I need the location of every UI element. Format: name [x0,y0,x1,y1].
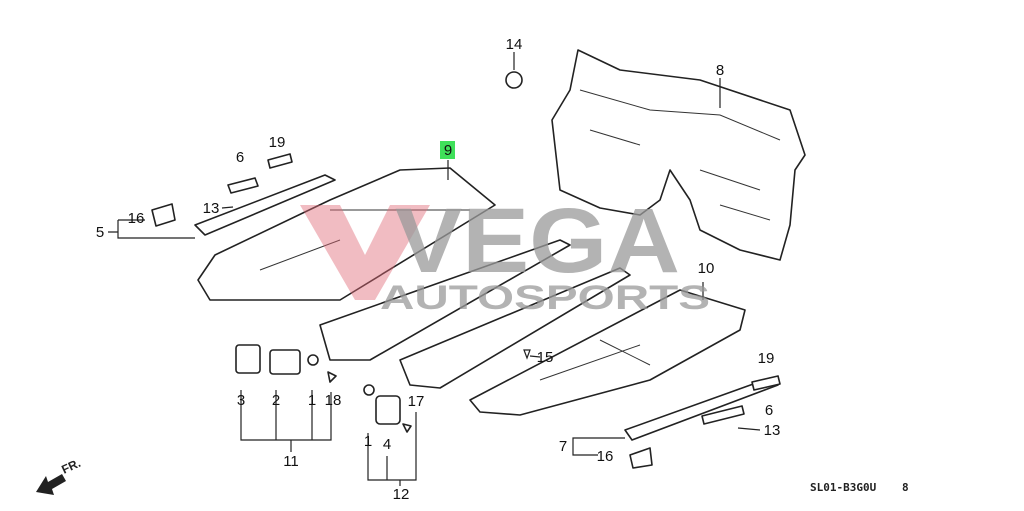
callout-6[interactable]: 6 [236,149,244,166]
callout-13-right[interactable]: 13 [764,422,781,439]
callout-18[interactable]: 18 [325,392,342,409]
front-direction-arrow: FR. [36,456,83,495]
callout-16-right[interactable]: 16 [597,448,614,465]
leader-7 [572,427,761,456]
sill-plate-part-5 [194,174,336,236]
vega-logo-icon [300,205,430,300]
front-carpet-part-9 [197,167,496,301]
callout-19[interactable]: 19 [269,134,286,151]
leader-5 [108,206,234,239]
front-label: FR. [59,456,82,477]
callout-16[interactable]: 16 [128,210,145,227]
leader-lines [447,78,721,358]
callout-6-right[interactable]: 6 [765,402,773,419]
cover-part-19-right [751,375,781,391]
rear-carpet-part-10 [469,289,746,416]
watermark-brand: VEGA [395,190,680,292]
callout-12[interactable]: 12 [393,486,410,503]
callout-19-right[interactable]: 19 [758,350,775,367]
callout-14[interactable]: 14 [506,36,523,53]
arrow-icon [36,474,66,495]
clip-part-16-right [629,447,653,469]
small-parts-group-12 [363,384,417,486]
clip-part-15 [523,349,531,360]
callout-11[interactable]: 11 [283,453,299,470]
callout-15[interactable]: 15 [537,349,554,366]
small-parts-group-11 [235,344,337,452]
callout-4[interactable]: 4 [383,436,391,453]
cover-part-6-left [227,177,259,194]
callout-1-right[interactable]: 1 [364,433,372,450]
callout-17[interactable]: 17 [408,393,425,410]
cover-part-19-left [267,153,293,169]
callout-7[interactable]: 7 [559,438,567,455]
page-number: 8 [902,481,909,494]
middle-carpet [319,239,631,389]
callout-1[interactable]: 1 [308,392,316,409]
callout-8[interactable]: 8 [716,62,724,79]
clip-part-14 [505,52,523,89]
callout-10[interactable]: 10 [698,260,715,277]
rear-panel-part-8 [551,49,806,261]
vega-autosports-watermark: VEGA AUTOSPORTS [300,190,710,317]
clip-part-16-left [151,203,176,227]
cover-part-6-right [701,405,745,425]
callout-highlight [440,141,455,159]
callout-13[interactable]: 13 [203,200,220,217]
callout-5[interactable]: 5 [96,224,104,241]
drawing-code: SL01-B3G0U [810,481,877,494]
callout-3[interactable]: 3 [237,392,245,409]
callout-2[interactable]: 2 [272,392,280,409]
watermark-subtitle: AUTOSPORTS [380,279,710,317]
callout-9[interactable]: 9 [444,142,452,159]
